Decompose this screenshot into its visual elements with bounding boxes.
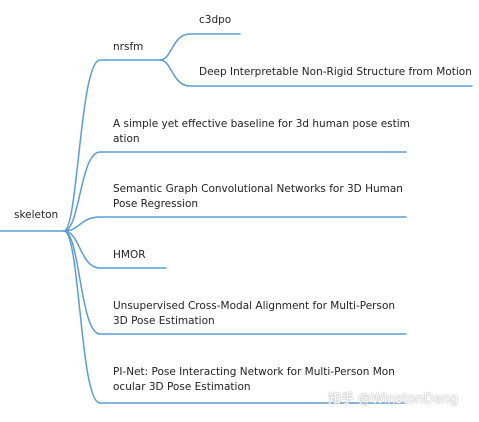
root-node-skeleton[interactable]: skeleton xyxy=(14,209,59,221)
node-paper-simple-baseline[interactable]: A simple yet effective baseline for 3d h… xyxy=(113,117,410,147)
node-nrsfm[interactable]: nrsfm xyxy=(113,41,144,53)
node-c3dpo[interactable]: c3dpo xyxy=(199,14,232,26)
zhihu-watermark: 知乎 @WinstonDeng xyxy=(328,392,459,407)
node-paper-semantic-gcn[interactable]: Semantic Graph Convolutional Networks fo… xyxy=(113,182,403,212)
node-paper-unsupervised-cross-modal[interactable]: Unsupervised Cross-Modal Alignment for M… xyxy=(113,299,395,329)
edge-root-to-hmor xyxy=(63,230,167,269)
node-paper-pi-net-line1: PI-Net: Pose Interacting Network for Mul… xyxy=(113,366,395,378)
node-paper-hmor[interactable]: HMOR xyxy=(113,248,146,263)
node-paper-pi-net[interactable]: PI-Net: Pose Interacting Network for Mul… xyxy=(113,365,395,395)
node-paper-simple-baseline-line2: ation xyxy=(113,133,140,145)
node-paper-hmor-line1: HMOR xyxy=(113,249,146,261)
node-paper-semantic-gcn-line2: Pose Regression xyxy=(113,198,199,210)
edge-root-to-simple-baseline xyxy=(63,151,407,232)
edge-nrsfm-to-deep-interpretable xyxy=(159,59,473,87)
node-deep-interpretable-nrsfm[interactable]: Deep Interpretable Non-Rigid Structure f… xyxy=(199,66,472,78)
edge-nrsfm-to-c3dpo xyxy=(159,33,241,61)
mindmap-edges xyxy=(0,33,473,404)
node-paper-simple-baseline-line1: A simple yet effective baseline for 3d h… xyxy=(113,118,410,130)
node-paper-semantic-gcn-line1: Semantic Graph Convolutional Networks fo… xyxy=(113,183,403,195)
edge-root-to-nrsfm xyxy=(63,59,161,232)
node-paper-pi-net-line2: ocular 3D Pose Estimation xyxy=(113,381,251,393)
node-paper-unsupervised-cross-modal-line1: Unsupervised Cross-Modal Alignment for M… xyxy=(113,300,396,312)
edge-root-to-semantic-gcn xyxy=(63,216,407,232)
node-paper-unsupervised-cross-modal-line2: 3D Pose Estimation xyxy=(113,315,215,327)
edge-root-to-unsupervised-cross-modal xyxy=(63,230,407,335)
edge-root-to-pi-net xyxy=(63,230,407,404)
